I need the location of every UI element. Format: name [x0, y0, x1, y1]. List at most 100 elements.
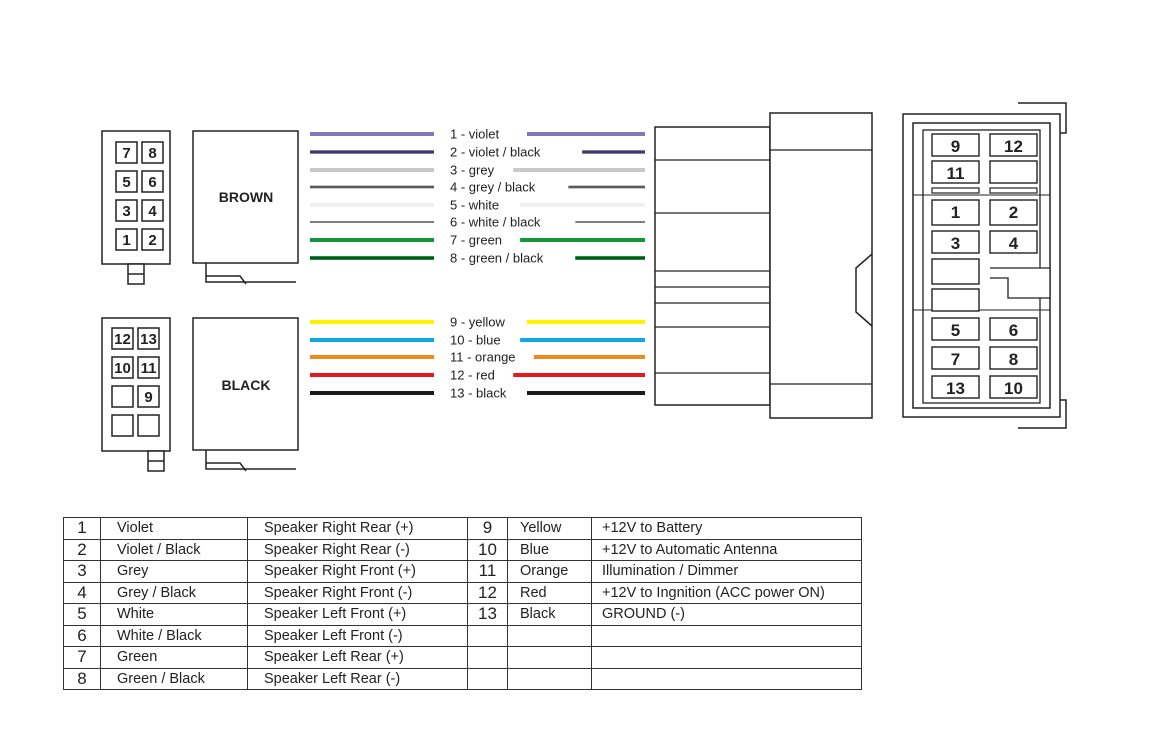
plug-pin-cell: [989, 133, 1038, 157]
brown-pin-number: 8: [148, 145, 156, 162]
pin-number-cell: 1: [63, 517, 101, 540]
wire-3: 3 - grey: [310, 163, 645, 178]
black-connector: BLACK: [192, 317, 299, 472]
plug-pin-number: 12: [1004, 137, 1023, 156]
brown-pin-cell: [115, 141, 138, 164]
plug-pin-number: 3: [951, 234, 960, 253]
wire-label: 11 - orange: [450, 350, 516, 365]
pin-number-cell: [467, 667, 508, 690]
wire-label: 12 - red: [450, 368, 495, 383]
plug-pin-cell: [931, 375, 980, 399]
brown-pin-cell: [141, 141, 164, 164]
plug-pin-cell: [931, 288, 980, 312]
plug-pin-cell: [931, 133, 980, 157]
pin-number-cell: 3: [63, 560, 101, 583]
brown-pin-cell: [115, 228, 138, 251]
black-pin-number: 11: [141, 360, 157, 377]
function-cell: Speaker Left Rear (-): [247, 667, 468, 690]
function-cell: Speaker Left Front (+): [247, 603, 468, 626]
plug-pin-cell: [931, 160, 980, 184]
black-pin-number: 13: [140, 331, 157, 348]
plug-pin-number: 4: [1009, 234, 1019, 253]
wire-color-cell: White: [100, 603, 248, 626]
function-cell: +12V to Battery: [591, 517, 862, 540]
wire-color-cell: Yellow: [507, 517, 592, 540]
plug-pin-number: 1: [951, 203, 960, 222]
brown-pin-number: 6: [148, 174, 156, 191]
plug-pin-cell: [989, 199, 1038, 226]
wire-label: 1 - violet: [450, 127, 500, 142]
black-pin-cell: [137, 356, 160, 379]
pin-number-cell: 11: [467, 560, 508, 583]
plug-pin-number: 2: [1009, 203, 1018, 222]
wire-label: 2 - violet / black: [450, 145, 541, 160]
wire-4: 4 - grey / black: [310, 180, 645, 195]
function-cell: Speaker Right Front (-): [247, 581, 468, 604]
pin-number-cell: 2: [63, 538, 101, 561]
wire-label: 7 - green: [450, 233, 502, 248]
wire-color-cell: White / Black: [100, 624, 248, 647]
wire-label: 10 - blue: [450, 333, 501, 348]
wire-8: 8 - green / black: [310, 251, 645, 266]
function-cell: +12V to Ingnition (ACC power ON): [591, 581, 862, 604]
brown-pin-cell: [141, 170, 164, 193]
wire-color-cell: Violet / Black: [100, 538, 248, 561]
brown-pin-number: 4: [148, 203, 157, 220]
wire-6: 6 - white / black: [310, 215, 645, 230]
wire-color-cell: Orange: [507, 560, 592, 583]
black-pin-cell: [137, 414, 160, 437]
wire-color-cell: Grey: [100, 560, 248, 583]
plug-side-view: [654, 112, 873, 419]
black-pin-number: 12: [114, 331, 131, 348]
wire-color-cell: Green: [100, 646, 248, 669]
brown-pin-cell: [141, 228, 164, 251]
plug-pin-cell: [931, 346, 980, 370]
function-cell: Speaker Right Front (+): [247, 560, 468, 583]
plug-pin-number: 10: [1004, 379, 1023, 398]
wire-label: 3 - grey: [450, 163, 495, 178]
wire-label: 4 - grey / black: [450, 180, 536, 195]
wire-11: 11 - orange: [310, 350, 645, 365]
wire-5: 5 - white: [310, 198, 645, 213]
brown-pin-number: 5: [122, 174, 130, 191]
function-cell: GROUND (-): [591, 603, 862, 626]
brown-pin-cell: [115, 170, 138, 193]
pin-number-cell: [467, 624, 508, 647]
black-pin-cell: [111, 327, 134, 350]
plug-pin-number: 8: [1009, 350, 1018, 369]
wire-label: 6 - white / black: [450, 215, 541, 230]
function-cell: +12V to Automatic Antenna: [591, 538, 862, 561]
wire-1: 1 - violet: [310, 127, 645, 142]
wire-13: 13 - black: [310, 386, 645, 401]
black-pin-cell: [137, 327, 160, 350]
black-pin-cell: [111, 356, 134, 379]
function-cell: [591, 646, 862, 669]
plug-pin-number: 7: [951, 350, 960, 369]
plug-pin-number: 5: [951, 321, 960, 340]
wire-label: 5 - white: [450, 198, 499, 213]
plug-pin-cell: [989, 317, 1038, 341]
plug-pin-cell: [931, 199, 980, 226]
wire-label: 9 - yellow: [450, 315, 506, 330]
pin-number-cell: 10: [467, 538, 508, 561]
plug-pin-cell: [931, 317, 980, 341]
pin-number-cell: 6: [63, 624, 101, 647]
pin-number-cell: 13: [467, 603, 508, 626]
wire-10: 10 - blue: [310, 333, 645, 348]
pin-number-cell: 12: [467, 581, 508, 604]
plug-pin-cell: [989, 346, 1038, 370]
pin-number-cell: 8: [63, 667, 101, 690]
plug-pin-cell: [989, 375, 1038, 399]
wire-color-cell: Black: [507, 603, 592, 626]
function-cell: Illumination / Dimmer: [591, 560, 862, 583]
black-pin-cell: [137, 385, 160, 408]
wire-12: 12 - red: [310, 368, 645, 383]
brown-pin-number: 2: [148, 232, 156, 249]
